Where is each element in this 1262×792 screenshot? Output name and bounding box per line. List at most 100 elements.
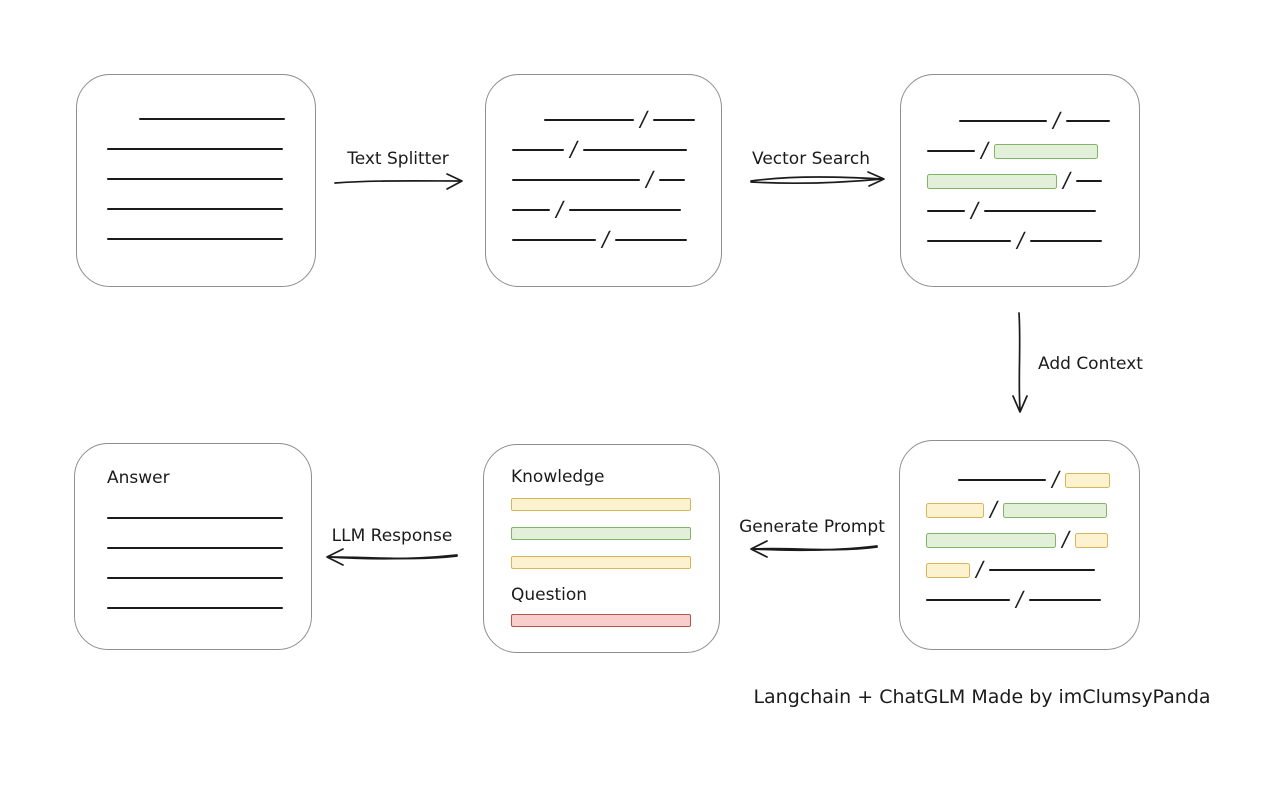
text-line <box>107 607 283 609</box>
segment-row <box>107 199 287 219</box>
vector-search-arrow <box>750 171 885 187</box>
text-splitter-label: Text Splitter <box>347 149 449 169</box>
prompt-box: Knowledge Question <box>483 444 720 653</box>
text-line <box>927 150 975 152</box>
text-line <box>107 547 283 549</box>
slash-separator: / <box>1060 527 1072 551</box>
text-line <box>958 479 1046 481</box>
text-line <box>107 148 283 150</box>
indent-gap <box>512 120 538 121</box>
highlight-chip-green <box>1003 502 1108 518</box>
source-document-box <box>76 74 316 287</box>
text-line <box>989 569 1096 571</box>
context-lines: / / / / / <box>900 441 1139 611</box>
segment-row: / <box>927 198 1115 222</box>
text-line <box>107 238 283 240</box>
vector-search-label: Vector Search <box>752 149 870 169</box>
indent-gap <box>926 480 952 481</box>
slash-separator: / <box>988 497 1000 521</box>
highlight-chip-yellow <box>1075 532 1109 548</box>
segment-row: / <box>926 497 1115 521</box>
text-line <box>1066 120 1111 122</box>
segment-row <box>107 598 285 618</box>
question-bars <box>484 614 719 627</box>
chunk-lines: ///// <box>486 75 721 251</box>
segment-row <box>107 568 285 588</box>
text-line <box>659 179 686 181</box>
text-line <box>926 599 1010 601</box>
slash-separator: / <box>1014 587 1026 611</box>
text-splitter-arrow <box>334 173 463 190</box>
segment-row: / <box>512 167 697 191</box>
slash-separator: / <box>568 137 580 161</box>
indent-gap <box>107 119 133 120</box>
segment-row: / <box>927 228 1115 252</box>
segment-row: / <box>927 138 1115 162</box>
split-chunks-box: ///// <box>485 74 722 287</box>
highlight-chip-green <box>994 143 1099 159</box>
text-line <box>512 239 596 241</box>
slash-separator: / <box>638 107 650 131</box>
question-heading: Question <box>511 585 588 605</box>
highlight-chip-yellow <box>926 562 970 578</box>
context-box: / / / / / <box>899 440 1140 650</box>
text-line <box>927 240 1011 242</box>
highlight-chip-yellow <box>926 502 984 518</box>
highlight-chip-yellow <box>1065 472 1111 488</box>
answer-box: Answer <box>74 443 312 650</box>
segment-row: / <box>927 168 1115 192</box>
text-line <box>107 577 283 579</box>
knowledge-bar-green <box>511 527 691 540</box>
highlight-chip-green <box>926 532 1056 548</box>
segment-row: / <box>926 587 1115 611</box>
text-line <box>107 208 283 210</box>
segment-row: / <box>512 107 697 131</box>
answer-lines <box>75 508 311 618</box>
segment-row: / <box>512 227 697 251</box>
segment-row: / <box>926 467 1115 491</box>
llm-response-label: LLM Response <box>331 526 453 546</box>
segment-row <box>107 169 287 189</box>
segment-row: / <box>926 557 1115 581</box>
question-bar <box>511 614 691 627</box>
slash-separator: / <box>1050 467 1062 491</box>
text-line <box>544 119 634 121</box>
segment-row <box>107 109 287 129</box>
slash-separator: / <box>1061 168 1073 192</box>
llm-response-arrow <box>326 548 458 566</box>
highlight-chip-green <box>927 173 1057 189</box>
segment-row <box>511 527 719 540</box>
document-lines <box>77 75 315 249</box>
search-result-lines: / / / / / <box>901 75 1139 252</box>
knowledge-heading: Knowledge <box>511 467 605 487</box>
knowledge-bar-yellow <box>511 556 691 569</box>
text-line <box>1076 180 1103 182</box>
slash-separator: / <box>1015 228 1027 252</box>
knowledge-bar-yellow <box>511 498 691 511</box>
slash-separator: / <box>600 227 612 251</box>
text-line <box>569 209 682 211</box>
caption: Langchain + ChatGLM Made by imClumsyPand… <box>753 686 1211 708</box>
generate-prompt-label: Generate Prompt <box>739 517 885 537</box>
segment-row <box>107 538 285 558</box>
text-line <box>984 210 1097 212</box>
slash-separator: / <box>974 557 986 581</box>
text-line <box>512 209 550 211</box>
text-line <box>139 118 285 120</box>
segment-row <box>511 614 719 627</box>
text-line <box>1029 599 1102 601</box>
text-line <box>512 149 564 151</box>
answer-heading: Answer <box>107 468 170 488</box>
segment-row <box>511 498 719 511</box>
add-context-arrow <box>1012 312 1028 413</box>
text-line <box>959 120 1047 122</box>
segment-row <box>107 508 285 528</box>
text-line <box>1030 240 1103 242</box>
slash-separator: / <box>1051 108 1063 132</box>
text-line <box>107 517 283 519</box>
text-line <box>615 239 688 241</box>
segment-row <box>107 139 287 159</box>
slash-separator: / <box>644 167 656 191</box>
